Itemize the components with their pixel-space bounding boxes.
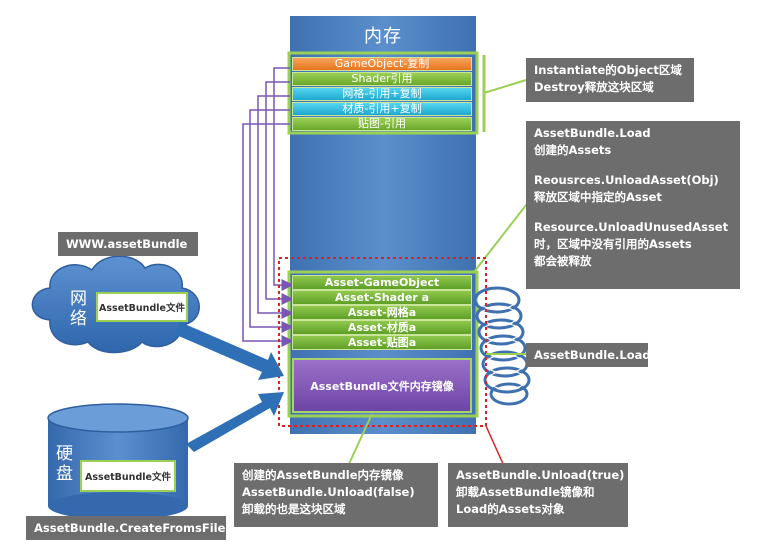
assetbundle-load-coil [473,286,531,406]
bar-shader-ref: Shader引用 [292,72,472,86]
memory-title: 内存 [364,26,402,47]
note-instantiate-line2: Destroy释放这块区域 [534,80,654,94]
note-unload-false-line2: AssetBundle.Unload(false) [242,485,415,499]
note-unload-false: 创建的AssetBundle内存镜像 AssetBundle.Unload(fa… [234,463,438,527]
note-assetbundle-load: AssetBundle.Load 创建的Assets Reousrces.Unl… [526,121,740,289]
note-load-line6: 时，区域中没有引用的Assets [534,237,692,251]
assetbundle-dashed-frame [278,257,487,427]
asset-bar-texture: Asset-贴图a [292,335,472,350]
bar-material-ref-copy: 材质-引用+复制 [292,102,472,116]
asset-bar-material: Asset-材质a [292,320,472,335]
note-instantiate-line1: Instantiate的Object区域 [534,63,682,77]
network-text: 网络 [70,289,87,329]
note-load-line5: Resource.UnloadUnusedAsset [534,220,729,234]
disk-arrow [186,392,284,452]
label-assetbundle-load: AssetBundle.Load [526,343,651,367]
instantiate-region-frame [287,51,479,135]
network-file-box: AssetBundle文件 [96,292,188,322]
bar-gameobject-copy: GameObject-复制 [292,57,472,71]
asset-bar-shader: Asset-Shader a [292,290,472,305]
note-unload-true-line3: Load的Assets对象 [456,502,565,516]
note-load-line4: 释放区域中指定的Asset [534,190,662,204]
disk-label: 硬盘 [56,444,76,484]
label-www-assetbundle: WWW.assetBundle [58,232,198,256]
label-createfromfile: AssetBundle.CreateFromsFile [26,516,226,540]
network-label: 网络 [70,289,90,329]
disk-text: 硬盘 [56,444,73,484]
note-unload-false-line1: 创建的AssetBundle内存镜像 [242,468,404,482]
bar-texture-ref: 贴图-引用 [292,117,472,131]
asset-bar-mesh: Asset-网格a [292,305,472,320]
bar-mesh-ref-copy: 网格-引用+复制 [292,87,472,101]
note-unload-true-line1: AssetBundle.Unload(true) [456,468,625,482]
note-unload-true-line2: 卸载AssetBundle镜像和 [456,485,595,499]
reference-connectors [242,67,294,347]
note-load-line7: 都会被释放 [534,254,592,268]
note-unload-true: AssetBundle.Unload(true) 卸载AssetBundle镜像… [448,463,628,527]
asset-bar-gameobject: Asset-GameObject [292,275,472,290]
network-arrow [174,322,284,380]
note-instantiate: Instantiate的Object区域 Destroy释放这块区域 [526,58,694,102]
note-load-line1: AssetBundle.Load [534,126,651,140]
note-load-line2: 创建的Assets [534,143,612,157]
note-unload-false-line3: 卸载的也是这块区域 [242,502,346,516]
note-load-line3: Reousrces.UnloadAsset(Obj) [534,173,719,187]
assetbundle-memory-mirror: AssetBundle文件内存镜像 [292,358,472,413]
disk-file-box: AssetBundle文件 [80,460,176,492]
